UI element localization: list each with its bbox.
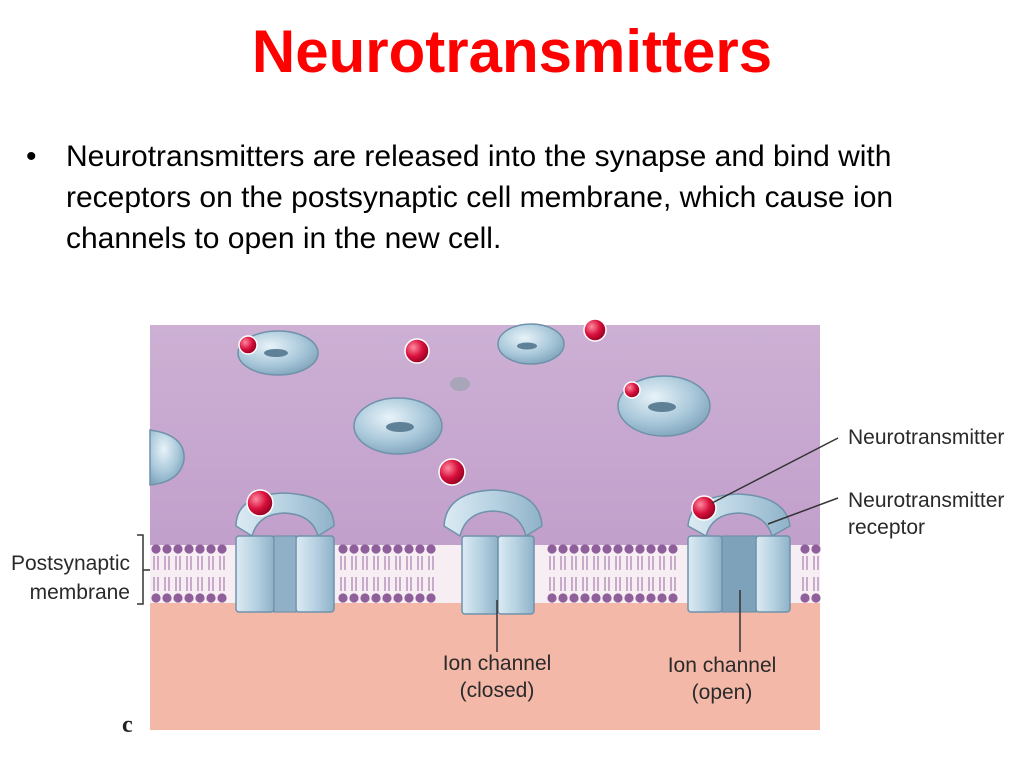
label-channel-closed-line2: (closed) — [460, 679, 535, 702]
bullet-point: • Neurotransmitters are released into th… — [26, 136, 966, 259]
synaptic-vesicles — [149, 323, 711, 486]
label-membrane-line1: Postsynaptic — [11, 552, 130, 575]
callout-lines — [137, 437, 839, 652]
label-channel-open-line2: (open) — [692, 681, 753, 704]
label-channel-closed-line1: Ion channel — [443, 652, 552, 675]
label-receptor-line1: Neurotransmitter — [848, 489, 1004, 512]
ion-channel-open — [687, 493, 791, 613]
bullet-text: Neurotransmitters are released into the … — [66, 140, 894, 255]
label-membrane-line2: membrane — [30, 581, 130, 604]
label-receptor-line2: receptor — [848, 516, 925, 539]
ion-channel-closed-center — [443, 489, 543, 615]
neurotransmitter-molecules — [238, 318, 717, 521]
synapse-diagram: Neurotransmitter Neurotransmitter recept… — [11, 318, 1004, 738]
slide-title: Neurotransmitters — [251, 18, 773, 85]
cell-interior — [150, 600, 820, 730]
panel-letter: c — [122, 712, 133, 738]
bullet-icon: • — [26, 140, 37, 173]
vesicle-shadow — [450, 377, 470, 391]
label-neurotransmitter: Neurotransmitter — [848, 426, 1004, 449]
label-channel-open-line1: Ion channel — [668, 654, 777, 677]
